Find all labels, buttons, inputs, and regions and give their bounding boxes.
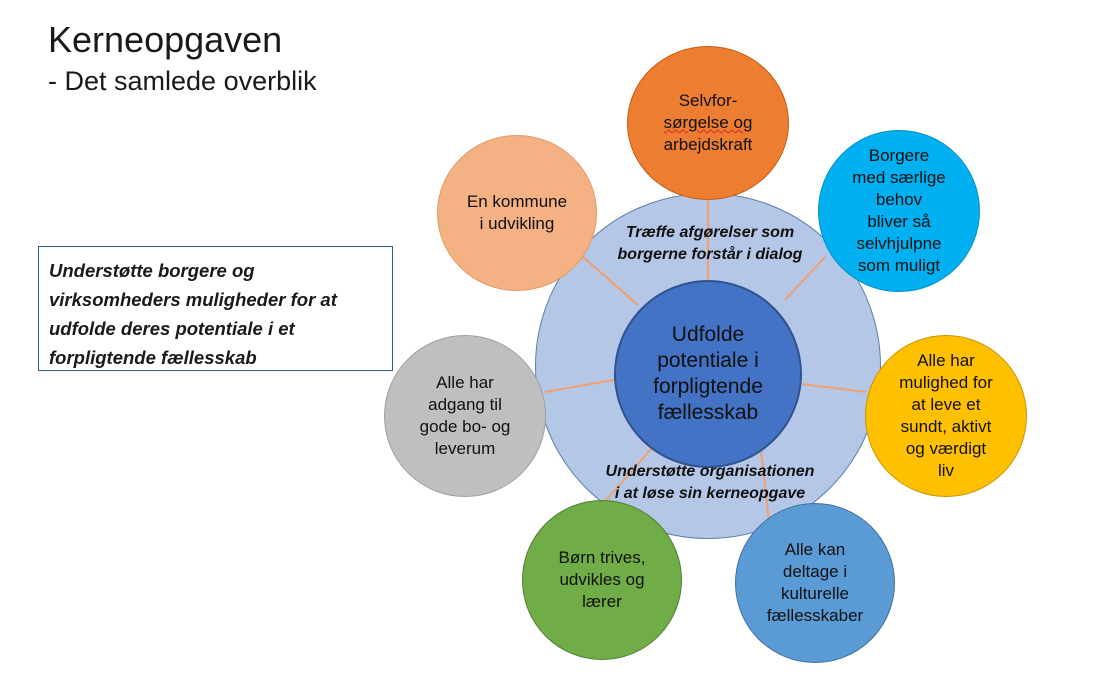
circle-line: gode bo- og	[419, 417, 511, 436]
circle-line: og værdigt	[905, 439, 987, 458]
circle-line: med særlige	[852, 168, 946, 187]
callout-line: virksomheders muligheder for at	[49, 289, 337, 310]
circle-line: leverum	[434, 439, 496, 458]
page-subtitle: - Det samlede overblik	[48, 66, 317, 96]
callout-line: Understøtte borgere og	[49, 260, 255, 281]
circle-line: sørgelse og	[663, 113, 753, 132]
connector-municipality	[574, 249, 639, 306]
circle-housing: Alle har adgang til gode bo- og leverum	[384, 335, 546, 497]
ring-top-line: borgerne forstår i dialog	[617, 246, 803, 263]
callout-line: forpligtende fællesskab	[49, 347, 257, 368]
connector-special	[784, 256, 826, 301]
circle-line: som muligt	[857, 256, 941, 275]
circle-line: bliver så	[867, 212, 931, 231]
circle-line: adgang til	[428, 395, 502, 414]
circle-line: behov	[875, 190, 923, 209]
circle-healthy-life: Alle har mulighed for at leve et sundt, …	[865, 335, 1027, 497]
connector-health	[801, 383, 867, 393]
circle-line: liv	[937, 461, 955, 480]
circle-line: Selvfor-	[678, 91, 738, 110]
center-line: potentiale i	[657, 349, 759, 372]
ring-bottom-line: i at løse sin kerneopgave	[614, 485, 806, 502]
center-line: forpligtende	[653, 375, 763, 398]
page-title: Kerneopgaven	[48, 19, 283, 60]
circle-line: lærer	[582, 592, 622, 611]
callout-box: Understøtte borgere og virksomheders mul…	[38, 246, 393, 371]
circle-line: mulighed for	[899, 373, 993, 392]
center-circle: Udfolde potentiale i forpligtende fælles…	[614, 280, 802, 468]
circle-line: Borgere	[868, 146, 930, 165]
center-line: Udfolde	[671, 323, 745, 346]
circle-line: i udvikling	[479, 214, 555, 233]
ring-top-line: Træffe afgørelser som	[625, 224, 795, 241]
connector-housing	[544, 379, 615, 393]
circle-children: Børn trives, udvikles og lærer	[522, 500, 682, 660]
circle-line: sundt, aktivt	[900, 417, 992, 436]
callout-line: udfolde deres potentiale i et	[49, 318, 295, 339]
circle-line: at leve et	[911, 395, 981, 414]
ring-text-bottom: Understøtte organisationen i at løse sin…	[585, 461, 835, 505]
connector-children	[599, 447, 653, 508]
circle-culture: Alle kan deltage i kulturelle fællesskab…	[735, 503, 895, 663]
circle-line: Børn trives,	[558, 548, 646, 567]
circle-self-support: Selvfor- sørgelse og arbejdskraft	[627, 46, 789, 200]
center-line: fællesskab	[657, 401, 759, 424]
circle-line: fællesskaber	[766, 606, 864, 625]
circle-line: udvikles og	[559, 570, 645, 589]
circle-line: kulturelle	[780, 584, 850, 603]
circle-line: deltage i	[782, 562, 848, 581]
circle-line: En kommune	[466, 192, 568, 211]
circle-line: arbejdskraft	[663, 135, 753, 154]
ring-bottom-line: Understøtte organisationen	[605, 463, 815, 480]
ring-text-top: Træffe afgørelser som borgerne forstår i…	[600, 222, 820, 266]
circle-municipality: En kommune i udvikling	[437, 135, 597, 291]
circle-line: Alle kan	[784, 540, 846, 559]
circle-line: Alle har	[917, 351, 975, 370]
connector-culture	[759, 441, 771, 531]
circle-line: selvhjulpne	[856, 234, 942, 253]
circle-special-needs: Borgere med særlige behov bliver så selv…	[818, 130, 980, 292]
circle-line: Alle har	[436, 373, 494, 392]
